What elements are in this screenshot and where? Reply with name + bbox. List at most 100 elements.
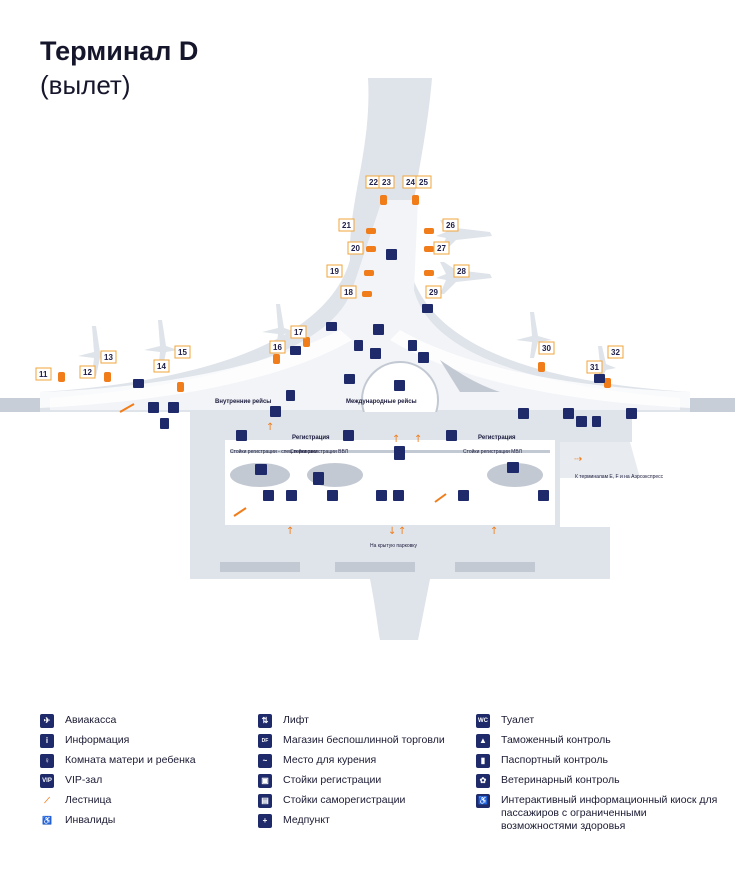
mother-child-icon bbox=[148, 402, 159, 413]
gate-22: 22 bbox=[365, 175, 382, 189]
duty-free-icon bbox=[418, 352, 429, 363]
wc-icon bbox=[518, 408, 529, 419]
vip-icon bbox=[326, 322, 337, 331]
gate-15: 15 bbox=[174, 345, 191, 359]
elevator-icon bbox=[408, 340, 417, 351]
plane-icon bbox=[255, 464, 267, 475]
elevator-icon bbox=[160, 418, 169, 429]
parking-bar-2 bbox=[335, 562, 415, 572]
gate-18: 18 bbox=[340, 285, 357, 299]
gate-11: 11 bbox=[35, 367, 52, 381]
svg-text:24: 24 bbox=[406, 178, 415, 187]
elevator-icon: ⇅ bbox=[258, 714, 272, 728]
svg-text:12: 12 bbox=[83, 368, 92, 377]
elevator-icon bbox=[286, 390, 295, 401]
svg-text:↑: ↑ bbox=[266, 422, 274, 433]
gate-29: 29 bbox=[425, 285, 442, 299]
svg-text:13: 13 bbox=[104, 353, 113, 362]
gate-25: 25 bbox=[415, 175, 432, 189]
medical-icon: + bbox=[258, 814, 272, 828]
domestic-counters-label: Стойки регистрации ВВЛ bbox=[290, 448, 348, 455]
duty-free-icon bbox=[344, 374, 355, 384]
elevator-icon bbox=[592, 416, 601, 427]
plane-icon bbox=[507, 462, 519, 473]
plane-icon: ✈ bbox=[40, 714, 54, 728]
self-checkin-icon bbox=[458, 490, 469, 501]
central-pier bbox=[40, 78, 690, 412]
svg-text:↑: ↑ bbox=[392, 434, 400, 445]
info-icon: i bbox=[40, 734, 54, 748]
gate-19: 19 bbox=[326, 264, 343, 278]
svg-text:21: 21 bbox=[342, 221, 351, 230]
svg-text:⇢: ⇢ bbox=[574, 454, 582, 465]
svg-text:18: 18 bbox=[344, 288, 353, 297]
legend-item: ⟋Лестница bbox=[40, 792, 250, 812]
svg-text:23: 23 bbox=[382, 178, 391, 187]
legend-item: ✿Ветеринарный контроль bbox=[476, 772, 726, 792]
gate-labels: 11 12 13 14 15 16 17 18 19 20 21 22 23 2… bbox=[35, 175, 624, 381]
terminal-map: 11 12 13 14 15 16 17 18 19 20 21 22 23 2… bbox=[0, 78, 735, 640]
svg-text:30: 30 bbox=[542, 344, 551, 353]
svg-text:26: 26 bbox=[446, 221, 455, 230]
gate-30: 30 bbox=[538, 341, 555, 355]
self-checkin-icon bbox=[286, 490, 297, 501]
smoking-icon bbox=[394, 380, 405, 391]
svg-text:↑: ↑ bbox=[490, 526, 498, 537]
gate-17: 17 bbox=[290, 325, 307, 339]
elevator-icon bbox=[354, 340, 363, 351]
wc-icon bbox=[373, 324, 384, 335]
legend-item: ~Место для курения bbox=[258, 752, 473, 772]
checkin-icon bbox=[236, 430, 247, 441]
svg-text:15: 15 bbox=[178, 348, 187, 357]
svg-text:↑: ↑ bbox=[398, 526, 406, 537]
wheelchair-icon bbox=[393, 490, 404, 501]
legend-item: ▣Стойки регистрации bbox=[258, 772, 473, 792]
svg-text:19: 19 bbox=[330, 267, 339, 276]
duty-free-icon: DF bbox=[258, 734, 272, 748]
stairs-icon: ⟋ bbox=[44, 796, 50, 805]
svg-text:14: 14 bbox=[157, 362, 166, 371]
svg-text:17: 17 bbox=[294, 328, 303, 337]
svg-text:31: 31 bbox=[590, 363, 599, 372]
svg-text:29: 29 bbox=[429, 288, 438, 297]
checkin-icon: ▣ bbox=[258, 774, 272, 788]
gate-27: 27 bbox=[433, 241, 450, 255]
self-checkin-icon bbox=[263, 490, 274, 501]
svg-text:↓: ↓ bbox=[388, 526, 396, 537]
wheelchair-icon: ♿ bbox=[42, 816, 52, 825]
svg-text:↑: ↑ bbox=[414, 434, 422, 445]
mother-child-icon: ♀ bbox=[40, 754, 54, 768]
checkin-icon bbox=[343, 430, 354, 441]
svg-text:28: 28 bbox=[457, 267, 466, 276]
gate-stands bbox=[58, 195, 611, 392]
parking-bar-1 bbox=[220, 562, 300, 572]
self-checkin-icon bbox=[538, 490, 549, 501]
legend-item: ♿Инвалиды bbox=[40, 812, 250, 832]
counter-strip bbox=[230, 450, 550, 453]
passport-icon: ▮ bbox=[476, 754, 490, 768]
legend-item: ♿Интерактивный информационный киоск для … bbox=[476, 792, 726, 834]
page-subtitle: (вылет) bbox=[40, 70, 131, 100]
medical-icon bbox=[576, 416, 587, 427]
gate-14: 14 bbox=[153, 359, 170, 373]
legend-item: ♀Комната матери и ребенка bbox=[40, 752, 250, 772]
pier-floor bbox=[50, 200, 680, 410]
vip-icon bbox=[594, 374, 605, 383]
legend-item: ✈Авиакасса bbox=[40, 712, 250, 732]
self-checkin-icon: ▤ bbox=[258, 794, 272, 808]
apron-line-right bbox=[690, 398, 735, 412]
svg-text:↑: ↑ bbox=[286, 526, 294, 537]
legend-item: ⇅Лифт bbox=[258, 712, 473, 732]
parking-bar-3 bbox=[455, 562, 535, 572]
lower-pier bbox=[370, 579, 430, 640]
wc-icon: WC bbox=[476, 714, 490, 728]
international-counters-label: Стойки регистрации МВЛ bbox=[463, 448, 522, 455]
legend-item: +Медпункт bbox=[258, 812, 473, 832]
svg-text:22: 22 bbox=[369, 178, 378, 187]
